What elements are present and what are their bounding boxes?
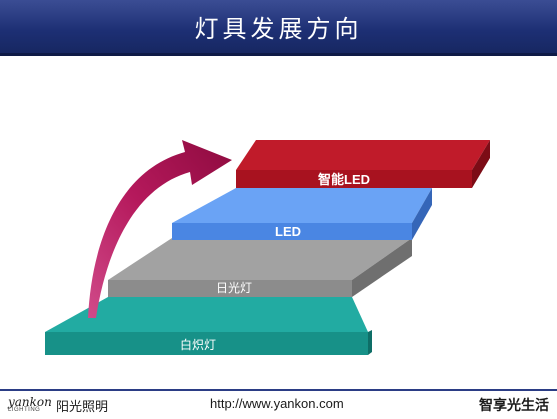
step-incandescent-side [368, 330, 372, 355]
step-led-side [412, 188, 432, 240]
step-led: LED [172, 188, 432, 240]
slide-title: 灯具发展方向 [194, 15, 363, 43]
step-incandescent-front [45, 332, 368, 355]
step-fluorescent-side [352, 238, 412, 297]
logo-subtext: LIGHTING [8, 407, 41, 413]
step-incandescent-label: 白炽灯 [180, 337, 216, 352]
step-led-label: LED [275, 224, 301, 239]
logo-wordmark: yankon [8, 395, 52, 409]
step-smart-led-top [236, 140, 490, 170]
step-fluorescent-top [108, 238, 412, 280]
curved-arrow-icon [88, 140, 232, 318]
logo-chinese-name: 阳光照明 [56, 400, 109, 415]
step-incandescent: 白炽灯 [45, 297, 372, 355]
step-fluorescent-label: 日光灯 [216, 281, 252, 295]
step-smart-led-side [472, 140, 490, 188]
slogan: 智享光生活 [479, 398, 549, 414]
title-bar [0, 0, 557, 56]
step-incandescent-top [45, 297, 368, 332]
website-url: http://www.yankon.com [210, 396, 344, 411]
footer-divider [0, 389, 557, 391]
step-smart-led-label: 智能LED [318, 172, 370, 187]
step-fluorescent: 日光灯 [108, 238, 412, 297]
step-led-front [172, 223, 412, 240]
progress-arrow [88, 140, 232, 318]
step-fluorescent-front [108, 280, 352, 297]
step-smart-led: 智能LED [236, 140, 490, 188]
step-smart-led-front [236, 170, 472, 188]
step-led-top [172, 188, 432, 223]
